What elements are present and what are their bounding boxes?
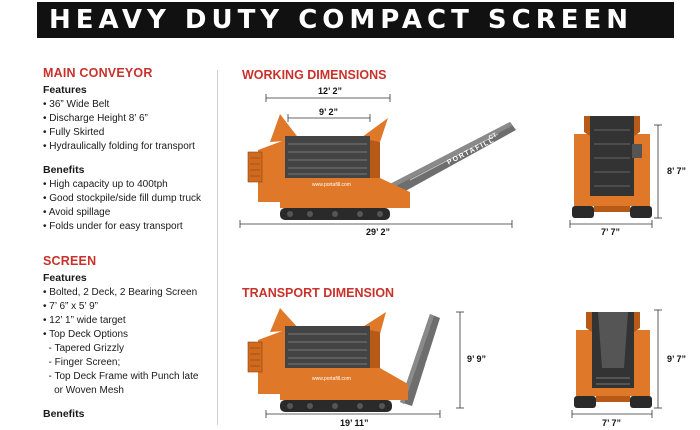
spec-column: MAIN CONVEYOR Features • 36” Wide Belt •… bbox=[43, 66, 213, 422]
screen-features-heading: Features bbox=[43, 272, 87, 284]
working-dimensions-title: WORKING DIMENSIONS bbox=[242, 68, 387, 82]
list-item: • 7’ 6” x 5’ 9” bbox=[43, 301, 98, 312]
working-side-view-illustration bbox=[247, 114, 516, 220]
transport-overall-length-label: 19’ 11” bbox=[340, 418, 369, 428]
list-item: • 12’ 1” wide target bbox=[43, 315, 126, 326]
list-item: - Top Deck Frame with Punch late bbox=[43, 371, 199, 382]
working-end-view-illustration bbox=[572, 116, 652, 218]
transport-dimension-title: TRANSPORT DIMENSION bbox=[242, 286, 395, 300]
transport-end-height-label: 9’ 7” bbox=[667, 354, 687, 364]
working-overall-length-label: 29’ 2” bbox=[366, 227, 391, 237]
working-top-width-label: 12’ 2” bbox=[318, 86, 343, 96]
column-divider bbox=[217, 70, 218, 425]
main-conveyor-features: • 36” Wide Belt • Discharge Height 8’ 6”… bbox=[43, 98, 213, 154]
working-inner-width-label: 9’ 2” bbox=[319, 107, 339, 117]
list-item: • Discharge Height 8’ 6” bbox=[43, 113, 148, 124]
main-conveyor-features-heading: Features bbox=[43, 84, 87, 96]
list-item: - Tapered Grizzly bbox=[43, 343, 124, 354]
working-end-width-label: 7’ 7” bbox=[601, 227, 621, 237]
page-title: HEAVY DUTY COMPACT SCREEN bbox=[49, 5, 634, 35]
working-side-website: www.portafill.com bbox=[312, 182, 351, 188]
transport-side-view-illustration bbox=[247, 308, 440, 412]
list-item: - Finger Screen; bbox=[43, 357, 121, 368]
list-item: • Folds under for easy transport bbox=[43, 221, 183, 232]
screen-title: SCREEN bbox=[43, 254, 97, 268]
screen-benefits-heading: Benefits bbox=[43, 408, 85, 420]
list-item: • Avoid spillage bbox=[43, 207, 111, 218]
transport-side-height-label: 9’ 9” bbox=[467, 354, 487, 364]
transport-end-view-illustration bbox=[574, 312, 652, 408]
screen-features: • Bolted, 2 Deck, 2 Bearing Screen • 7’ … bbox=[43, 286, 213, 398]
transport-end-width-label: 7’ 7” bbox=[602, 418, 622, 428]
list-item: • Good stockpile/side fill dump truck bbox=[43, 193, 202, 204]
list-item: • 36” Wide Belt bbox=[43, 99, 110, 110]
main-conveyor-benefits-heading: Benefits bbox=[43, 164, 85, 176]
list-item: • High capacity up to 400tph bbox=[43, 179, 168, 190]
list-item: or Woven Mesh bbox=[43, 385, 124, 396]
title-banner: HEAVY DUTY COMPACT SCREEN bbox=[37, 2, 674, 38]
list-item: • Fully Skirted bbox=[43, 127, 105, 138]
list-item: • Hydraulically folding for transport bbox=[43, 141, 195, 152]
working-end-height-label: 8’ 7” bbox=[667, 166, 687, 176]
main-conveyor-title: MAIN CONVEYOR bbox=[43, 66, 153, 80]
transport-side-website: www.portafill.com bbox=[312, 376, 351, 382]
list-item: • Top Deck Options bbox=[43, 329, 129, 340]
main-conveyor-benefits: • High capacity up to 400tph • Good stoc… bbox=[43, 178, 213, 234]
list-item: • Bolted, 2 Deck, 2 Bearing Screen bbox=[43, 287, 198, 298]
